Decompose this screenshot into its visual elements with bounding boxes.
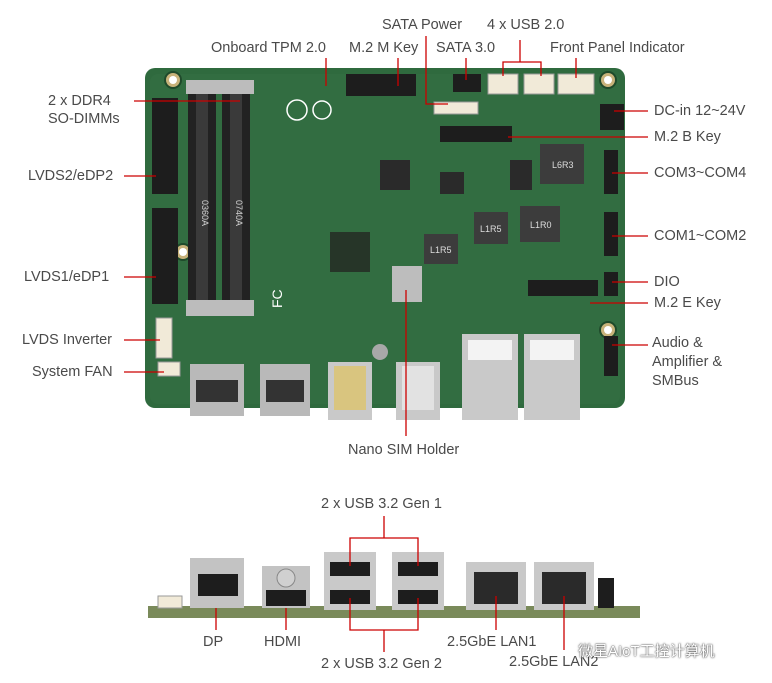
dio-header xyxy=(604,272,618,296)
label-sata3: SATA 3.0 xyxy=(436,40,496,56)
label-dc-in: DC-in 12~24V xyxy=(654,103,746,119)
com34-header xyxy=(604,150,618,194)
label-com34: COM3~COM4 xyxy=(654,165,747,181)
choke-4 xyxy=(540,144,584,184)
label-audio-line1: Audio & xyxy=(652,335,703,351)
m2-b-key-slot xyxy=(440,126,512,142)
com12-header xyxy=(604,212,618,256)
svg-text:FC: FC xyxy=(269,289,285,308)
label-m2-m-key: M.2 M Key xyxy=(349,40,419,56)
label-lan1: 2.5GbE LAN1 xyxy=(447,634,537,650)
ddr-a-mark: 0360A xyxy=(200,200,210,226)
leader-lines xyxy=(124,36,648,652)
label-dp: DP xyxy=(203,634,224,650)
label-audio-line2: Amplifier & xyxy=(652,354,723,370)
lvds-inverter-connector xyxy=(155,317,173,359)
m2-m-key-slot xyxy=(346,74,416,96)
svg-text:L6R3: L6R3 xyxy=(552,160,574,170)
sata3-connector xyxy=(453,74,481,92)
label-lvds1: LVDS1/eDP1 xyxy=(24,269,110,285)
choke-2 xyxy=(474,212,508,244)
svg-text:L1R0: L1R0 xyxy=(530,220,552,230)
label-lvds-inverter: LVDS Inverter xyxy=(22,332,112,348)
dc-in-connector xyxy=(600,104,624,130)
choke-1 xyxy=(424,234,458,264)
usb20-header-2 xyxy=(523,73,555,95)
watermark-text: 微星AIoT工控计算机 xyxy=(578,643,715,660)
label-hdmi: HDMI xyxy=(264,634,302,650)
label-com12: COM1~COM2 xyxy=(654,228,747,244)
label-usb20: 4 x USB 2.0 xyxy=(487,17,565,33)
lvds2-connector xyxy=(152,98,178,194)
label-sata-power: SATA Power xyxy=(382,17,463,33)
label-audio-line3: SMBus xyxy=(652,373,699,389)
label-ddr4-line2: SO-DIMMs xyxy=(48,111,120,127)
label-dio: DIO xyxy=(654,274,680,290)
audio-header xyxy=(604,336,618,376)
fan-connector xyxy=(157,361,181,377)
label-onboard-tpm: Onboard TPM 2.0 xyxy=(211,40,326,56)
label-usb32-gen2: 2 x USB 3.2 Gen 2 xyxy=(321,656,442,672)
label-m2-e-key: M.2 E Key xyxy=(654,295,721,311)
m2-e-key-slot xyxy=(528,280,598,296)
label-nano-sim: Nano SIM Holder xyxy=(348,442,460,458)
svg-text:L1R5: L1R5 xyxy=(480,224,502,234)
label-usb32-gen1: 2 x USB 3.2 Gen 1 xyxy=(321,496,442,512)
label-system-fan: System FAN xyxy=(32,364,113,380)
nano-sim-holder xyxy=(392,266,422,302)
lvds1-connector xyxy=(152,208,178,304)
ddr-b-mark: 0740A xyxy=(234,200,244,226)
label-lan2: 2.5GbE LAN2 xyxy=(509,654,599,670)
label-lvds2: LVDS2/eDP2 xyxy=(28,168,114,184)
label-ddr4-line1: 2 x DDR4 xyxy=(48,93,111,109)
label-front-panel: Front Panel Indicator xyxy=(550,40,685,56)
svg-text:L1R5: L1R5 xyxy=(430,245,452,255)
sata-power-connector xyxy=(433,101,479,115)
label-m2-b-key: M.2 B Key xyxy=(654,129,721,145)
choke-3 xyxy=(520,206,560,242)
usb20-header-1 xyxy=(487,73,519,95)
